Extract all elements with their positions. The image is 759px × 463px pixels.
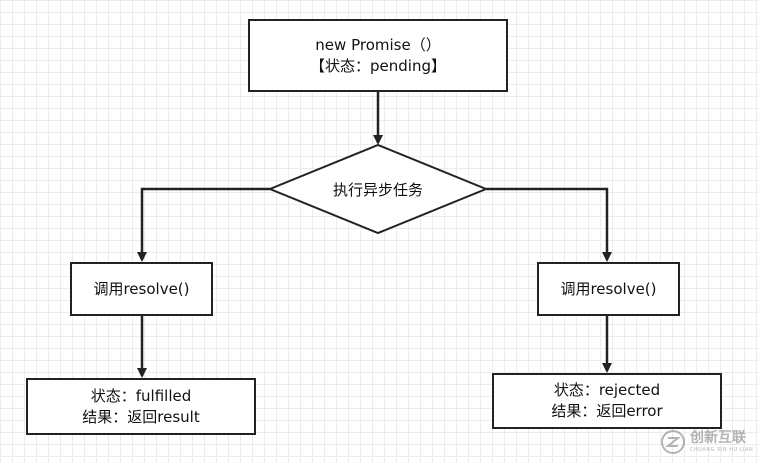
watermark: 创新互联 CHUANG XIN HU LIAN: [660, 424, 759, 460]
node-right-result-line1: 状态：rejected: [553, 381, 661, 399]
node-decision-text: 执行异步任务: [332, 180, 423, 199]
node-decision-label: 执行异步任务: [270, 171, 486, 207]
arrow-decision-to-left-call: [137, 187, 270, 262]
node-new-promise-line2: 【状态：pending】: [310, 56, 446, 75]
node-right-call: 调用resolve(): [537, 262, 680, 316]
node-new-promise: new Promise（） 【状态：pending】: [248, 19, 508, 92]
node-right-result: 状态：rejected 结果：返回error: [492, 373, 722, 429]
node-left-call-text: 调用resolve(): [93, 279, 190, 298]
decision-diamond: [267, 143, 489, 235]
watermark-main-text: 创新互联: [690, 430, 746, 446]
arrow-decision-to-right-call: [486, 187, 612, 262]
watermark-logo-icon: [661, 430, 685, 454]
node-left-result-line2: 结果：返回result: [82, 407, 200, 426]
watermark-sub-text: CHUANG XIN HU LIAN: [690, 447, 754, 453]
watermark-text: 创新互联 CHUANG XIN HU LIAN: [690, 430, 753, 454]
node-left-result-line1: 状态：fulfilled: [90, 386, 192, 405]
node-left-call: 调用resolve(): [70, 262, 213, 316]
node-right-result-line2: 结果：返回error: [551, 402, 663, 420]
node-new-promise-line1: new Promise（）: [315, 35, 441, 54]
node-left-result: 状态：fulfilled 结果：返回result: [26, 378, 256, 435]
node-right-call-text: 调用resolve(): [560, 279, 657, 298]
